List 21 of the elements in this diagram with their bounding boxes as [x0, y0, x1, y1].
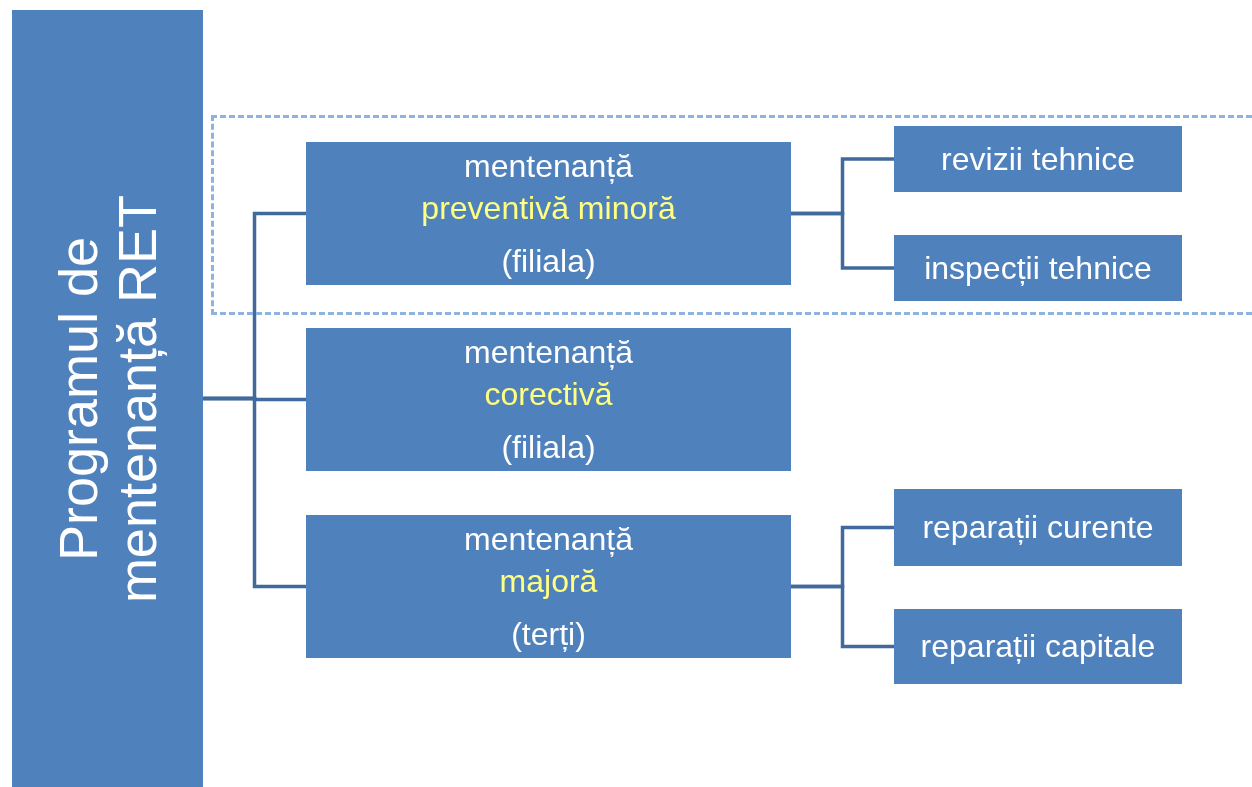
- task-box: revizii tehnice: [894, 126, 1182, 192]
- box-text: preventivă minoră: [421, 189, 676, 228]
- maintenance-type-box: [306, 328, 791, 471]
- maintenance-type-box: [306, 515, 791, 658]
- dashed-group-frame: [211, 115, 1252, 315]
- box-text: corectivă: [484, 375, 613, 414]
- box-text: mentenanță: [464, 332, 633, 372]
- box-text: majoră: [499, 562, 598, 601]
- connector-line: [791, 211, 894, 270]
- task-box: reparații curente: [894, 489, 1182, 566]
- box-text: (terți): [511, 614, 586, 654]
- box-text: (filiala): [501, 427, 596, 467]
- task-box: inspecții tehnice: [894, 235, 1182, 301]
- connector-line: [791, 584, 894, 649]
- maintenance-type-box: [306, 142, 791, 285]
- box-text: (filiala): [501, 241, 596, 281]
- box-text: mentenanță: [464, 146, 633, 186]
- program-box: Programul de mentenanță RET: [12, 10, 203, 787]
- connector-line: [203, 396, 306, 589]
- box-text: mentenanță: [464, 519, 633, 559]
- task-box: reparații capitale: [894, 609, 1182, 684]
